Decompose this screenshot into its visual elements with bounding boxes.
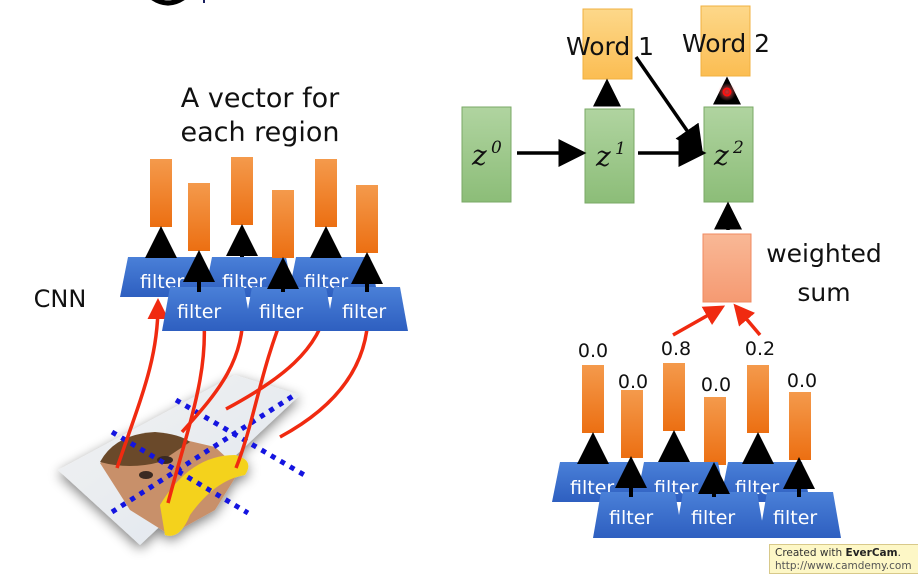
svg-text:z: z xyxy=(595,140,611,173)
svg-text:2: 2 xyxy=(732,138,744,158)
word-2-label: Word 2 xyxy=(682,29,770,58)
red-arrow-0.2 xyxy=(733,303,762,337)
filter-block: filter xyxy=(593,492,683,538)
filter-block: filter xyxy=(759,492,841,538)
slide-title-fragment xyxy=(151,0,205,6)
vector-bar xyxy=(188,183,210,251)
vector-bar xyxy=(315,159,337,227)
cursor-ring xyxy=(722,87,732,97)
region-vectors xyxy=(150,157,378,258)
state-z0: z 0 xyxy=(461,106,512,203)
region-vectors-right xyxy=(582,363,811,465)
cnn-filters-front-row: filter filter filter xyxy=(162,287,408,331)
filter-output-arrows-right-front xyxy=(615,456,815,497)
weight-label: 0.2 xyxy=(745,338,775,360)
word-2-box xyxy=(700,5,751,77)
state-z2: z 2 xyxy=(703,106,754,203)
vector-bar xyxy=(704,397,726,465)
vector-bar xyxy=(272,190,294,258)
vector-bar xyxy=(356,185,378,253)
watermark-url[interactable]: http://www.camdemy.com xyxy=(775,560,912,572)
svg-text:filter: filter xyxy=(177,301,221,323)
filter-output-arrows-right-back xyxy=(577,430,774,464)
vector-bar xyxy=(747,365,769,433)
red-arrow-0.8 xyxy=(672,305,726,337)
red-arrow xyxy=(115,298,169,469)
word-1-box xyxy=(582,8,633,80)
svg-text:z: z xyxy=(713,139,729,172)
watermark-suffix: . xyxy=(897,547,901,559)
filter-block: filter xyxy=(326,287,408,331)
svg-text:z: z xyxy=(471,139,487,172)
filter-output-arrows-front xyxy=(183,250,383,292)
svg-text:filter: filter xyxy=(259,301,303,323)
weight-label: 0.0 xyxy=(787,370,817,392)
weighted-sum-label-1: weighted xyxy=(766,239,882,268)
svg-text:0: 0 xyxy=(491,138,502,158)
word-1-label: Word 1 xyxy=(566,32,654,61)
region-line xyxy=(110,393,295,515)
filters-front-row-right: filter filter filter xyxy=(593,492,841,538)
vector-bar xyxy=(663,363,685,431)
weighted-sum-label-2: sum xyxy=(797,278,850,307)
filter-block: filter xyxy=(675,492,765,538)
eye-right xyxy=(139,471,153,479)
right-panel: Word 1 Word 2 z 0 z 1 z 2 xyxy=(461,5,882,538)
caption-line-2: each region xyxy=(180,117,339,148)
vector-bar xyxy=(789,392,811,460)
evercam-watermark: Created with EverCam. http://www.camdemy… xyxy=(769,544,918,574)
weight-label: 0.0 xyxy=(618,371,648,393)
attention-arrows xyxy=(672,303,762,337)
weight-label: 0.0 xyxy=(578,340,608,362)
left-panel: A vector for each region CNN xyxy=(34,83,408,545)
svg-text:filter: filter xyxy=(773,507,817,529)
region-line xyxy=(110,429,250,516)
svg-text:filter: filter xyxy=(609,507,653,529)
filter-output-arrows xyxy=(145,224,342,258)
state-z1: z 1 xyxy=(584,108,635,204)
filter-block: filter xyxy=(244,287,334,331)
banana xyxy=(160,455,249,536)
vector-bar xyxy=(621,390,643,458)
svg-text:filter: filter xyxy=(691,507,735,529)
svg-text:1: 1 xyxy=(615,139,626,159)
vector-bar xyxy=(231,157,253,225)
vector-bar xyxy=(150,159,172,227)
cnn-label: CNN xyxy=(34,285,87,313)
weighted-sum-box xyxy=(702,233,752,303)
weight-label: 0.8 xyxy=(661,338,691,360)
weight-label: 0.0 xyxy=(701,374,731,396)
filter-block: filter xyxy=(162,287,252,331)
vector-bar xyxy=(582,365,604,433)
attention-weights: 0.0 0.0 0.8 0.0 0.2 0.0 xyxy=(578,338,817,396)
arrow-word1-to-z2 xyxy=(634,56,703,154)
mouse-cursor-indicator xyxy=(718,83,736,101)
caption-line-1: A vector for xyxy=(181,83,340,114)
svg-text:filter: filter xyxy=(342,301,386,323)
watermark-brand: EverCam xyxy=(845,547,898,559)
watermark-prefix: Created with xyxy=(775,547,846,559)
